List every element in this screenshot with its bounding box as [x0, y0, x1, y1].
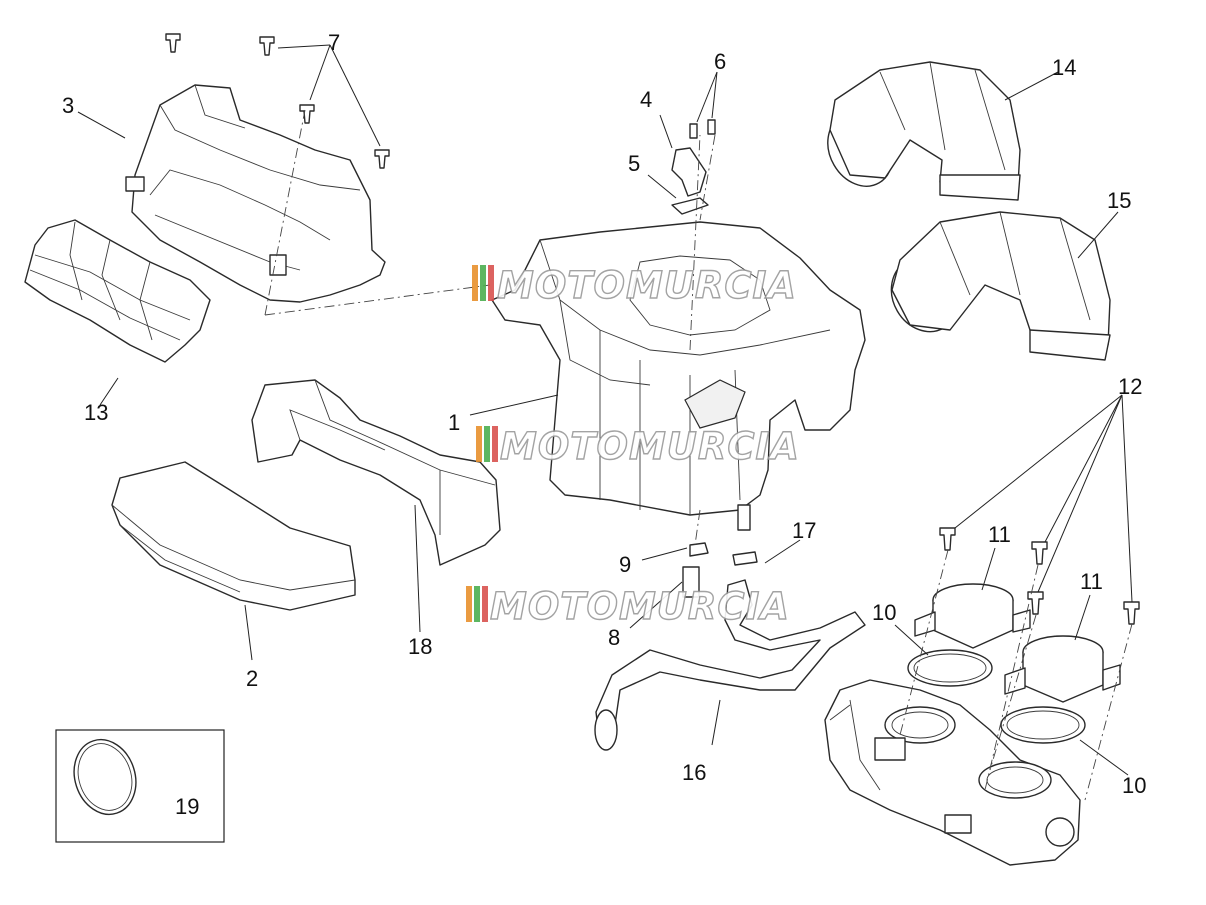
watermark-stripe [488, 265, 494, 301]
watermark-stripe [480, 265, 486, 301]
watermark-stripe [482, 586, 488, 622]
callout-15: 15 [1107, 188, 1131, 213]
callout-19: 19 [175, 794, 199, 819]
throttle-body-part [824, 679, 1081, 866]
callout-6: 6 [714, 49, 726, 74]
watermark-stripe [466, 586, 472, 622]
leader-lines [77, 44, 1133, 776]
watermark-stripe [492, 426, 498, 462]
callout-12: 12 [1118, 374, 1142, 399]
callout-11-left: 11 [988, 522, 1011, 547]
air-box-part [491, 221, 866, 531]
callout-3: 3 [62, 93, 74, 118]
inset-ring-part [55, 729, 225, 843]
cover-screws [165, 33, 390, 169]
callout-11-right: 11 [1080, 569, 1103, 594]
callout-7: 7 [328, 30, 340, 55]
callout-9: 9 [619, 552, 631, 577]
air-filter-part [111, 461, 356, 611]
watermark-text: MOTOMURCIA [500, 425, 800, 468]
watermark-1: MOTOMURCIA [472, 263, 797, 308]
callout-10-lower: 10 [1122, 773, 1146, 798]
callout-labels: 1 2 3 4 5 6 7 8 9 10 10 11 11 12 13 14 1… [62, 30, 1146, 819]
watermark-text: MOTOMURCIA [490, 585, 790, 628]
callout-16: 16 [682, 760, 706, 785]
callout-8: 8 [608, 625, 620, 650]
callout-18: 18 [408, 634, 432, 659]
callout-1: 1 [448, 410, 460, 435]
watermark-stripe [474, 586, 480, 622]
sensor-and-gasket-parts [671, 119, 716, 215]
watermark-2: MOTOMURCIA [476, 424, 800, 469]
air-box-cover-part [125, 84, 386, 303]
callout-13: 13 [84, 400, 108, 425]
callout-10-upper: 10 [872, 600, 896, 625]
callout-2: 2 [246, 666, 258, 691]
throttle-body-bolts [939, 527, 1140, 625]
callout-5: 5 [628, 151, 640, 176]
breather-hose-parts [594, 542, 866, 751]
intake-boot-parts [827, 61, 1111, 361]
watermark-3: MOTOMURCIA [466, 584, 790, 629]
intake-adapters-and-seals [907, 583, 1121, 744]
assembly-guide-lines [264, 109, 1133, 801]
air-guide-part [251, 379, 501, 566]
watermark-stripe [476, 426, 482, 462]
callout-17: 17 [792, 518, 816, 543]
inlet-duct-part [24, 219, 211, 363]
watermark-text: MOTOMURCIA [497, 264, 797, 307]
watermark-stripe [484, 426, 490, 462]
watermark-stripe [472, 265, 478, 301]
callout-4: 4 [640, 87, 652, 112]
callout-14: 14 [1052, 55, 1076, 80]
